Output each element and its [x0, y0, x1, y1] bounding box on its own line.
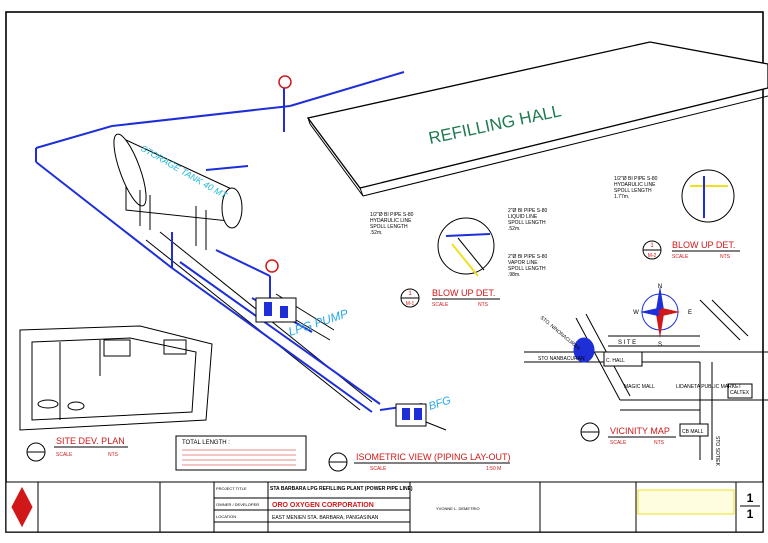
blowup2-note-1: HYDARULIC LINE	[614, 182, 656, 188]
vicinity-site: S I T E	[618, 340, 636, 346]
blowup2-note-0: 1/2"Ø BI PIPE S-80	[614, 176, 658, 182]
blowup1-ref: M-1	[406, 301, 415, 307]
blowup1-num: 1	[408, 291, 412, 297]
detail-marker-2	[265, 259, 279, 273]
sign-name: YVONNE L. DEMETRIO	[436, 506, 480, 511]
blowup2-num: 1	[650, 243, 654, 249]
total-length-title: TOTAL LENGTH :	[182, 440, 230, 446]
project-title-label: PROJECT TITLE	[216, 486, 247, 491]
iso-scale-label: SCALE	[370, 466, 387, 472]
vicinity-market: LIDANETA PUBLIC MARKET	[676, 384, 741, 390]
blowup1-note-left-2: SPOLL LENGTH	[370, 224, 408, 230]
blowup1-nts: NTS	[478, 302, 489, 308]
north-label: N	[658, 284, 662, 290]
north-arrow: N S W E	[633, 284, 692, 348]
blowup2-note-3: 1.77m.	[614, 194, 629, 200]
site-plan-title: SITE DEV. PLAN	[56, 436, 125, 446]
blowup1-note-rb-2: SPOLL LENGTH	[508, 266, 546, 272]
blowup1-note-rb-3: .98m.	[508, 272, 521, 278]
owner-name: ORO OXYGEN CORPORATION	[272, 502, 374, 509]
blowup1-note-rt-3: .52m.	[508, 226, 521, 232]
blowup2-scale: SCALE	[672, 254, 689, 260]
blowup2-title: BLOW UP DET.	[672, 240, 735, 250]
sheet-number: 1	[747, 491, 754, 505]
location: EAST MENIEN STA. BARBARA, PANGASINAN	[272, 515, 379, 521]
blowup1-scale: SCALE	[432, 302, 449, 308]
vicinity-scale: SCALE	[610, 440, 627, 446]
vicinity-ninonacuran: STO. NINONACURAN	[539, 315, 582, 352]
blowup1-note-left-3: .52m.	[370, 230, 383, 236]
bfg-unit: BFG	[395, 394, 453, 427]
vicinity-title: VICINITY MAP	[610, 426, 670, 436]
total-length-table: TOTAL LENGTH :	[175, 435, 307, 471]
blowup2-ref: M-2	[648, 253, 657, 259]
refilling-hall: REFILLING HALL	[306, 41, 768, 197]
storage-tank: STORAGE TANK 40 MT	[113, 133, 243, 250]
east-label: E	[688, 310, 692, 316]
location-label: LOCATION	[216, 514, 236, 519]
iso-title: ISOMETRIC VIEW (PIPING LAY-OUT)	[356, 452, 511, 462]
bfg-label: BFG	[427, 394, 453, 413]
blowup1-note-rt-0: 2"Ø BI PIPE S-80	[508, 208, 548, 214]
blowup1-note-rt-2: SPOLL LENGTH	[508, 220, 546, 226]
blowup1-note-rb-0: 2"Ø BI PIPE S-80	[508, 254, 548, 260]
blowup-detail-2: 1/2"Ø BI PIPE S-80 HYDARULIC LINE SPOLL …	[614, 169, 740, 260]
lpg-pump-unit: LPG PUMP	[255, 297, 350, 339]
company-logo	[11, 486, 33, 528]
blowup2-nts: NTS	[720, 254, 731, 260]
sheet-total: 1	[747, 507, 754, 521]
vicinity-map: C. HALL MAGIC MALL LIDANETA PUBLIC MARKE…	[524, 299, 768, 467]
vicinity-nanbacuran: STO NANBACURAN	[538, 356, 585, 362]
vicinity-cb-mall: CB MALL	[682, 429, 704, 435]
site-plan-scale: SCALE	[56, 452, 73, 458]
project-title: STA BARBARA LPG REFILLING PLANT (POWER P…	[270, 486, 413, 492]
detail-marker-1	[278, 75, 292, 89]
blowup2-note-2: SPOLL LENGTH	[614, 188, 652, 194]
vicinity-magic-mall: MAGIC MALL	[624, 384, 655, 390]
vicinity-nts: NTS	[654, 440, 665, 446]
blowup1-note-left-0: 1/2"Ø BI PIPE S-80	[370, 212, 414, 218]
vicinity-caltex: CALTEX	[730, 390, 750, 396]
vicinity-c-hall: C. HALL	[606, 358, 625, 364]
blowup1-note-left-1: HYDARULIC LINE	[370, 218, 412, 224]
vicinity-sotiek: STO SOTIEK	[714, 436, 720, 467]
west-label: W	[633, 310, 639, 316]
site-plan-nts: NTS	[108, 452, 119, 458]
blowup1-note-rb-1: VAPOR LINE	[508, 260, 538, 266]
south-label: S	[658, 342, 662, 348]
title-block: PROJECT TITLE STA BARBARA LPG REFILLING …	[5, 481, 764, 533]
site-dev-plan: SITE DEV. PLAN SCALE NTS	[19, 325, 213, 462]
blowup-detail-1: 1/2"Ø BI PIPE S-80 HYDARULIC LINE SPOLL …	[370, 208, 548, 308]
blowup1-title: BLOW UP DET.	[432, 288, 495, 298]
isometric-title-block: ISOMETRIC VIEW (PIPING LAY-OUT) SCALE 1:…	[328, 452, 511, 472]
blowup1-note-rt-1: LIQUID LINE	[508, 214, 538, 220]
iso-scale-value: 1:50 M	[486, 466, 501, 472]
owner-label: OWNER / DEVELOPER	[216, 502, 259, 507]
